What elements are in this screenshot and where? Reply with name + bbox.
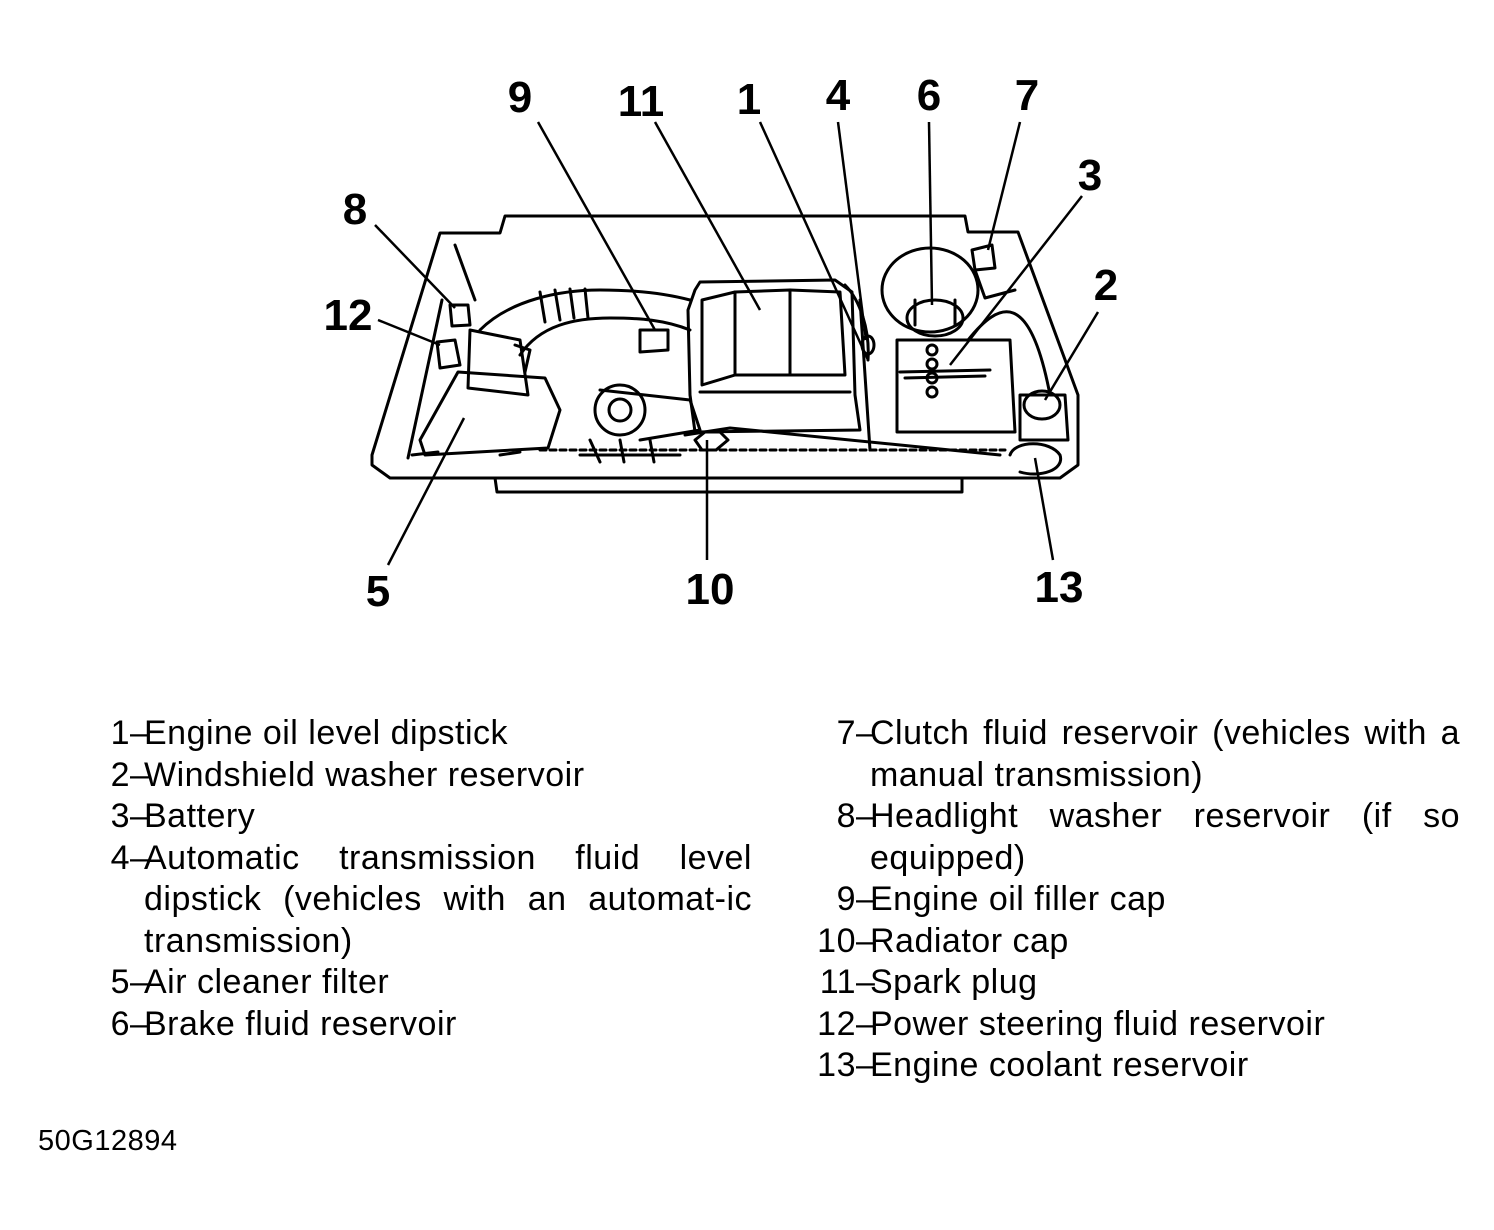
legend-number: 2	[110, 755, 130, 794]
legend-dash: –	[856, 921, 876, 960]
legend-item: 9–Engine oil filler cap	[786, 879, 1460, 921]
leader-8	[374, 224, 456, 309]
legend-dash: –	[856, 797, 876, 835]
legend-item: 13–Engine coolant reservoir	[786, 1045, 1460, 1087]
legend-number: 3	[110, 797, 130, 835]
legend-item: 10–Radiator cap	[786, 921, 1460, 963]
legend-number: 7	[826, 714, 856, 752]
legend-number: 8	[826, 797, 856, 835]
legend-dash: –	[856, 1046, 876, 1084]
callout-9: 9	[508, 73, 532, 122]
callout-4: 4	[826, 71, 851, 120]
legend-number: 10	[817, 921, 856, 960]
callout-12: 12	[324, 291, 373, 340]
legend-number: 6	[110, 1004, 130, 1043]
engine-bay-diagram: 9 11 1 4 6 7 3 8 2 12 5 10 13	[324, 71, 1119, 616]
callout-7: 7	[1015, 71, 1039, 120]
engine-bay-illustration	[370, 214, 1080, 494]
legend-dash: –	[130, 963, 150, 1001]
leader-3	[949, 195, 1083, 366]
leader-7	[986, 121, 1022, 251]
legend-item: 3–Battery	[72, 796, 752, 838]
legend-text: Air cleaner filter	[144, 963, 390, 1001]
leader-9	[536, 121, 657, 331]
callout-3: 3	[1078, 151, 1102, 200]
callout-11: 11	[618, 77, 665, 126]
legend-number: 13	[817, 1046, 856, 1084]
legend-dash: –	[130, 714, 150, 752]
legend-dash: –	[130, 1004, 150, 1043]
legend-dash: –	[856, 714, 876, 752]
legend-number: 5	[110, 963, 130, 1001]
callout-leaders	[374, 121, 1100, 566]
legend-text: Brake fluid reservoir	[144, 1004, 457, 1043]
legend-item: 7–Clutch fluid reservoir (vehicles with …	[786, 713, 1460, 796]
legend-dash: –	[856, 880, 876, 918]
legend-text: Power steering fluid reservoir	[870, 1004, 1326, 1043]
legend-item: 1–Engine oil level dipstick	[72, 713, 752, 755]
legend-dash: –	[130, 755, 150, 794]
legend-item: 8–Headlight washer reservoir (if so equi…	[786, 796, 1460, 879]
legend-text: Engine coolant reservoir	[870, 1046, 1249, 1084]
legend-text: Battery	[144, 797, 256, 835]
legend-item: 11–Spark plug	[786, 962, 1460, 1004]
callout-10: 10	[686, 565, 735, 614]
leader-2	[1043, 311, 1100, 401]
legend-text: Windshield washer reservoir	[144, 755, 585, 794]
legend-text: Headlight washer reservoir (if so equipp…	[870, 797, 1460, 877]
legend-item: 6–Brake fluid reservoir	[72, 1004, 752, 1046]
legend-item: 12–Power steering fluid reservoir	[786, 1004, 1460, 1046]
callout-8: 8	[343, 185, 367, 234]
legend-number: 1	[110, 714, 130, 752]
legend-text: Clutch fluid reservoir (vehicles with a …	[870, 714, 1460, 794]
legend-text: Spark plug	[870, 963, 1038, 1001]
legend-number: 9	[826, 880, 856, 918]
leader-13	[1033, 457, 1055, 561]
legend-dash: –	[856, 1004, 876, 1043]
leader-4	[836, 121, 868, 341]
leader-12	[377, 318, 441, 347]
legend-text: Engine oil filler cap	[870, 880, 1166, 918]
leader-6	[927, 121, 934, 306]
legend-text: Engine oil level dipstick	[144, 714, 509, 752]
leader-1	[758, 121, 870, 361]
legend-dash: –	[130, 838, 150, 877]
callout-2: 2	[1094, 261, 1118, 310]
legend-dash: –	[856, 963, 876, 1001]
legend-item: 5–Air cleaner filter	[72, 962, 752, 1004]
legend-right-column: 7–Clutch fluid reservoir (vehicles with …	[786, 713, 1460, 1087]
callout-1: 1	[737, 75, 761, 124]
callout-5: 5	[366, 567, 390, 616]
legend-number: 4	[110, 838, 130, 877]
legend-text: Radiator cap	[870, 921, 1069, 960]
callout-6: 6	[917, 71, 941, 120]
figure-code: 50G12894	[38, 1125, 178, 1157]
leader-11	[653, 121, 762, 311]
legend-text: Automatic transmission fluid level dipst…	[144, 838, 752, 960]
legend-item: 2–Windshield washer reservoir	[72, 755, 752, 797]
leader-5	[386, 417, 466, 566]
legend-number: 11	[819, 963, 856, 1001]
legend-number: 12	[817, 1004, 856, 1043]
legend-dash: –	[130, 797, 150, 835]
callout-13: 13	[1035, 563, 1084, 612]
legend-item: 4–Automatic transmission fluid level dip…	[72, 838, 752, 963]
